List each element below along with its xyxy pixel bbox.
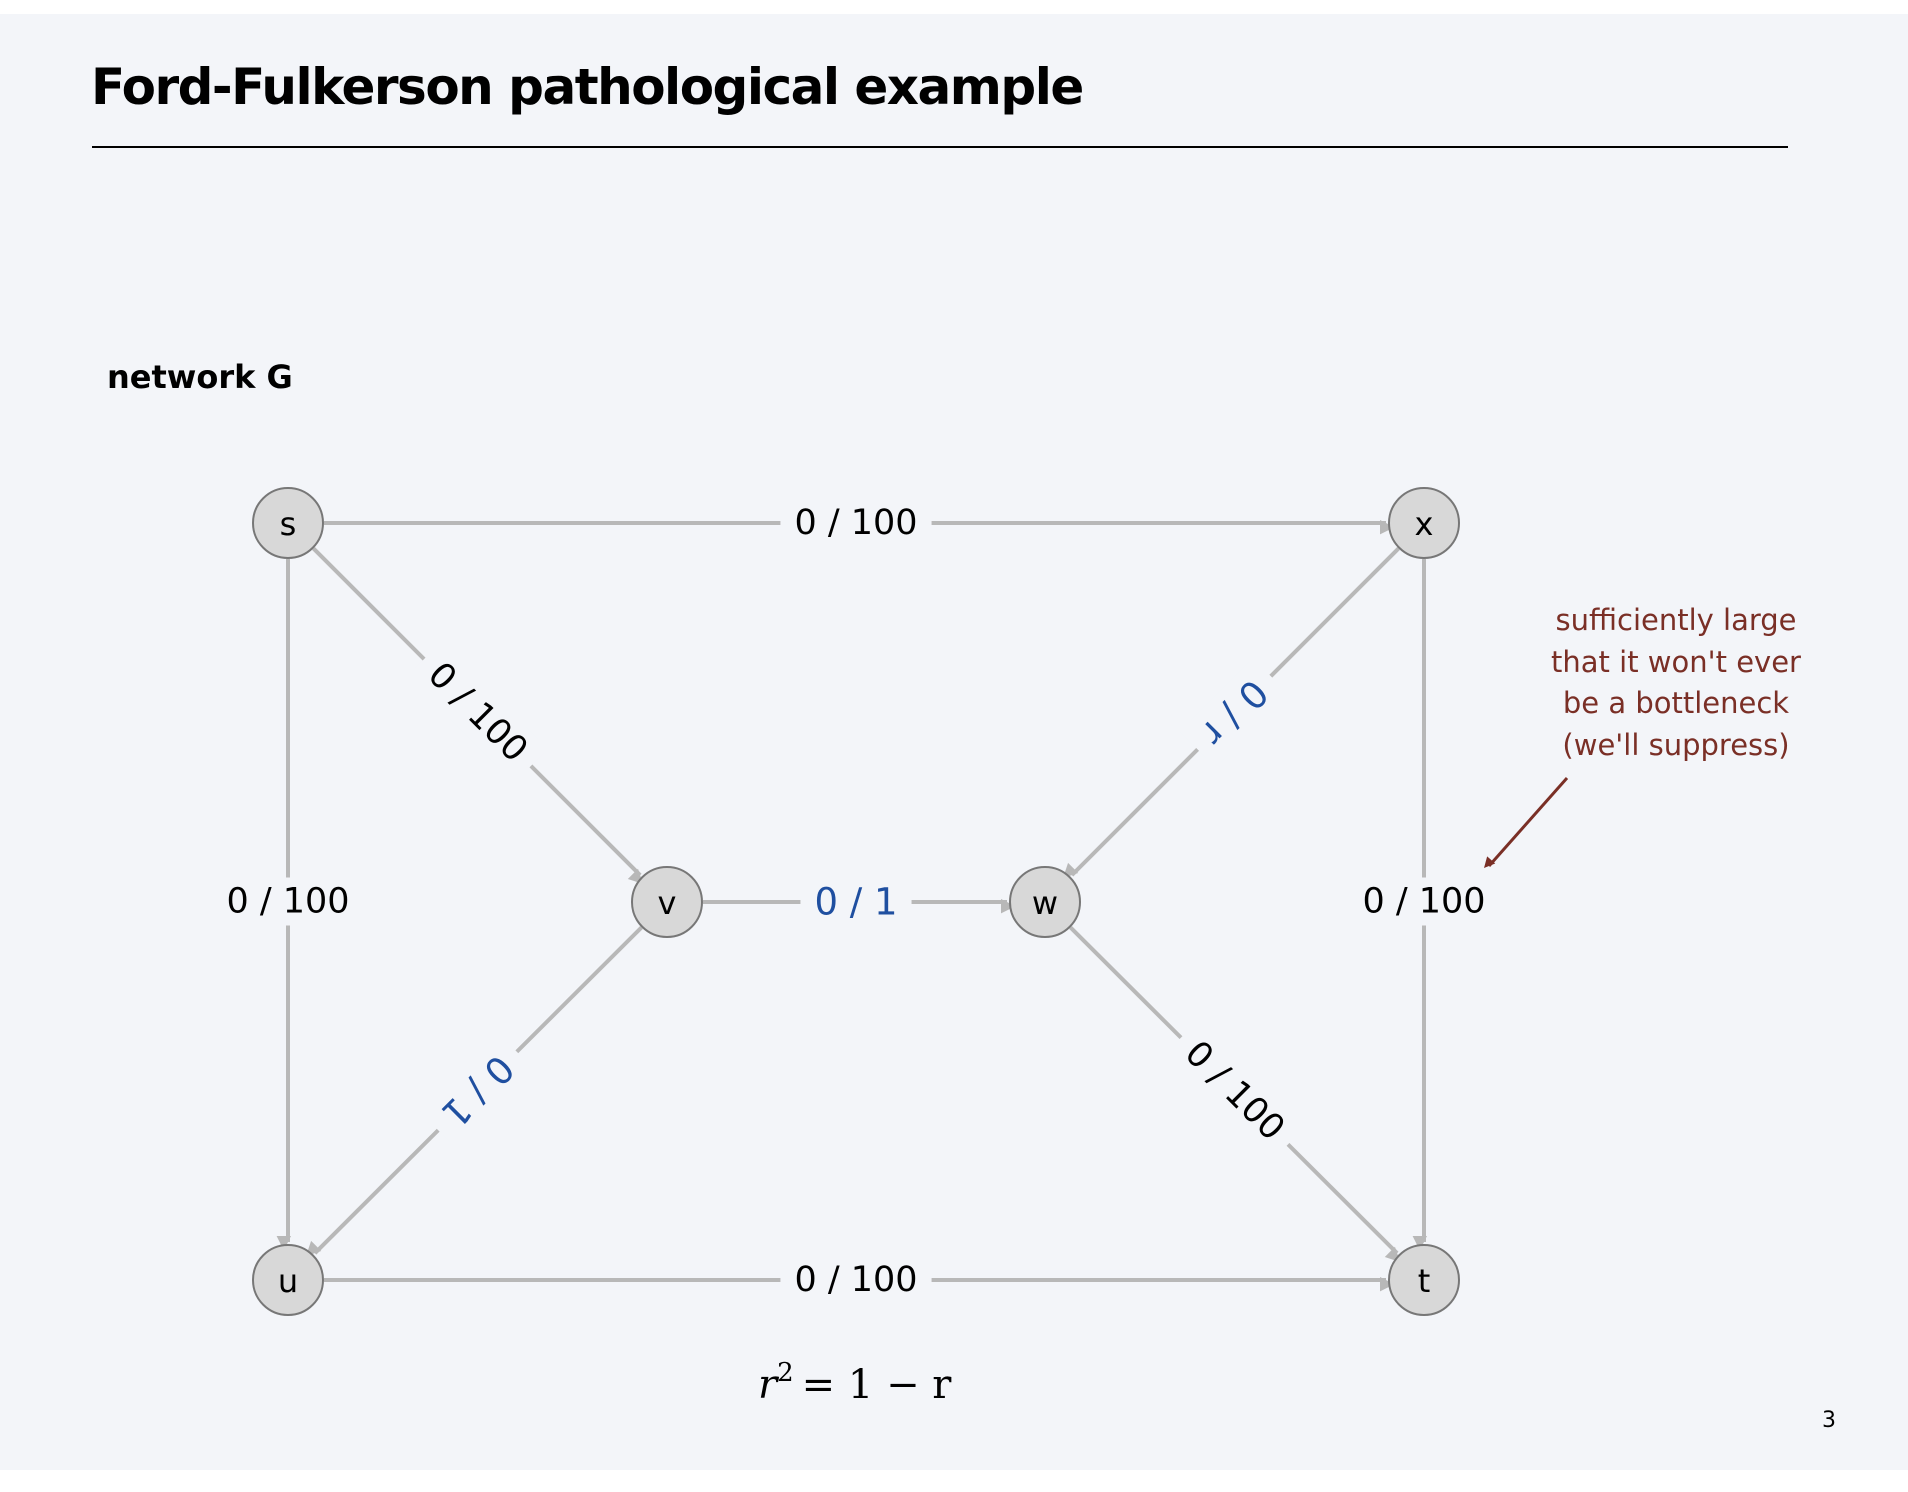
label-backdrop [420,1033,535,1149]
page-number: 3 [1822,1408,1836,1433]
node-label: s [280,505,297,543]
node-label: t [1418,1262,1431,1300]
label-backdrop [1164,1020,1305,1162]
annotation-line: that it won't ever [1551,645,1801,679]
node-label: w [1032,884,1058,922]
annotation-line: sufficiently large [1555,603,1796,637]
annotation-note: sufficiently large that it won't ever be… [1484,603,1801,869]
network-label: network G [107,358,293,396]
label-backdrop [1179,658,1289,768]
edge-label: 0 / 100 [794,1260,917,1300]
edge-x-t: 0 / 100 [1348,559,1500,1251]
edge-s-x: 0 / 100 [324,499,1395,547]
node-circle [1009,866,1081,938]
recurrence-formula: r2 = 1 − r [758,1358,952,1408]
node-circle [1388,487,1460,559]
annotation-arrow [1484,777,1569,869]
node-circle [1388,1244,1460,1316]
node-label: v [658,884,677,922]
formula-rhs: = 1 − r [802,1362,953,1408]
node-layer: s x v w u t [252,487,1460,1316]
edge-s-u: 0 / 100 [212,559,364,1251]
edge-u-t: 0 / 100 [324,1256,1395,1304]
edge-label: 0 / 100 [794,503,917,543]
node-label: u [278,1262,298,1300]
node-u: u [252,1244,324,1316]
node-t: t [1388,1244,1460,1316]
slide-background [0,14,1908,1470]
node-w: w [1009,866,1081,938]
edge-v-u: 0 / 1 [305,926,643,1257]
annotation-line: (we'll suppress) [1562,728,1789,762]
label-backdrop [1348,877,1500,926]
label-backdrop [780,1256,932,1304]
edge-label: 0 / 100 [1362,882,1485,922]
slide-title: Ford-Fulkerson pathological example [91,58,1084,116]
annotation-line: be a bottleneck [1563,686,1789,720]
edge-x-w: 0 / r [1062,547,1400,879]
node-label: x [1415,505,1434,543]
edge-label: 0 / 100 [226,882,349,922]
edge-label: 0 / 100 [1177,1033,1292,1148]
edge-v-w: 0 / 1 [703,876,1016,928]
label-backdrop [212,877,364,926]
label-backdrop [407,642,548,783]
formula-base: r [758,1362,780,1408]
node-circle [631,866,703,938]
label-backdrop [780,499,932,547]
label-backdrop [800,876,912,928]
node-v: v [631,866,703,938]
node-s: s [252,487,324,559]
edge-label: 0 / 100 [420,655,535,770]
node-circle [252,487,324,559]
edge-s-v: 0 / 100 [312,547,644,885]
node-circle [252,1244,324,1316]
formula-exponent: 2 [777,1358,794,1388]
edge-w-t: 0 / 100 [1069,926,1401,1263]
edge-label: 0 / 1 [814,881,897,924]
title-divider [92,146,1788,148]
node-x: x [1388,487,1460,559]
